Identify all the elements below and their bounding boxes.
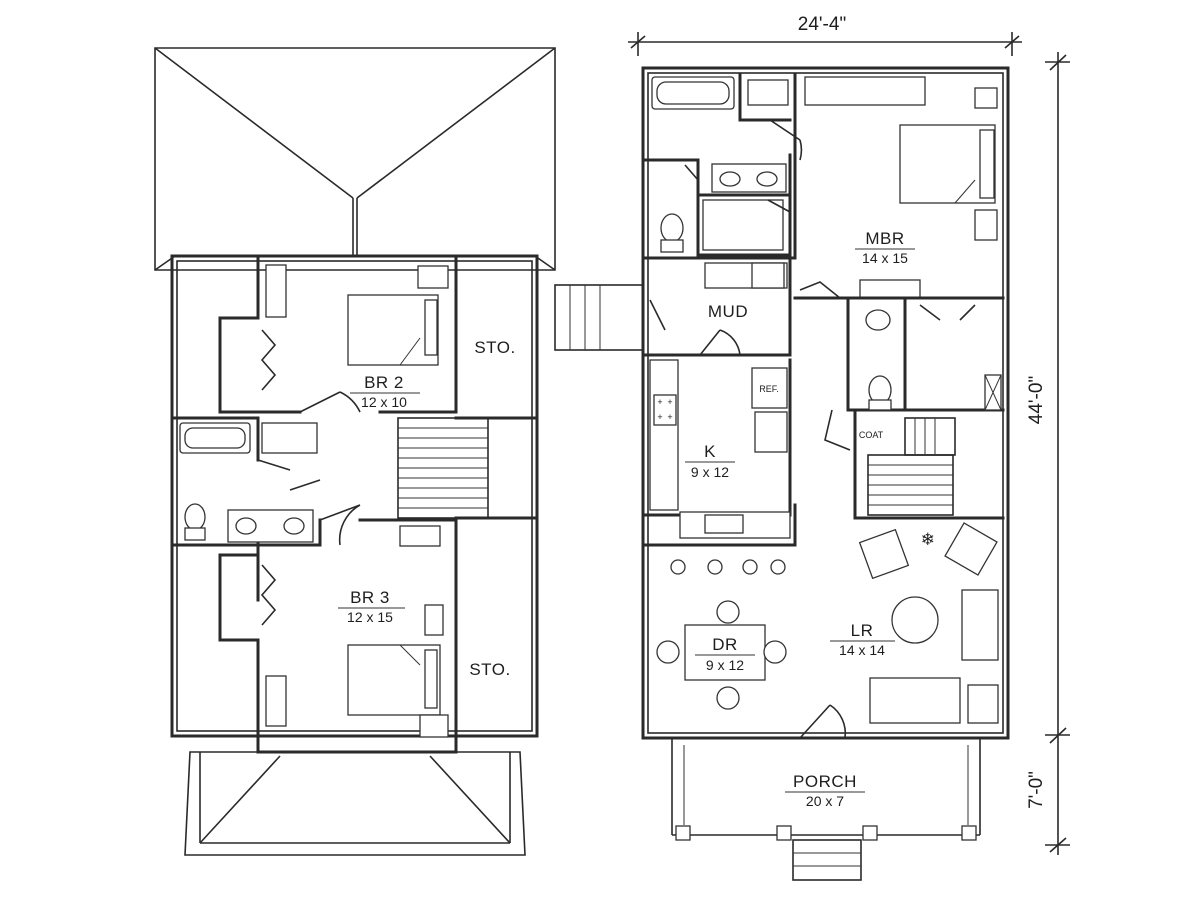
storage-label-upper: STO.	[474, 338, 515, 357]
lr-label: LR	[851, 621, 874, 640]
svg-text:+: +	[667, 412, 672, 422]
width-dimension	[628, 32, 1022, 56]
upper-exterior-wall	[170, 254, 539, 738]
lr-furniture: ❄	[858, 522, 999, 724]
mud-label: MUD	[708, 302, 748, 321]
svg-text:❄: ❄	[921, 530, 936, 549]
mbr-furniture	[804, 76, 998, 299]
kitchen-size: 9 x 12	[691, 464, 729, 480]
mbr-label: MBR	[865, 229, 904, 248]
main-floor-plan: + + + + REF. COAT	[554, 14, 1070, 881]
depth-dimension	[1045, 52, 1070, 855]
upper-bath-fixtures	[179, 422, 318, 543]
lr-size: 14 x 14	[839, 642, 885, 658]
dr-size: 9 x 12	[706, 657, 744, 673]
upper-front-porch-roof	[184, 751, 526, 856]
kitchen-label: K	[704, 442, 716, 461]
mbr-size: 14 x 15	[862, 250, 908, 266]
br3-furniture	[265, 525, 449, 738]
porch-depth-dimension-label: 7'-0"	[1026, 771, 1047, 809]
island-stools	[670, 559, 786, 575]
upper-stair	[397, 417, 489, 519]
front-porch	[671, 738, 981, 881]
refrigerator-label: REF.	[759, 384, 779, 394]
side-steps	[554, 284, 644, 351]
br3-size: 12 x 15	[347, 609, 393, 625]
dining-table	[656, 600, 787, 710]
upper-floor-plan: BR 2 12 x 10 BR 3 12 x 15 STO. STO.	[154, 47, 556, 856]
depth-dimension-label: 44'-0"	[1026, 376, 1047, 424]
svg-text:+: +	[657, 397, 662, 407]
svg-text:+: +	[657, 412, 662, 422]
dr-label: DR	[712, 635, 738, 654]
width-dimension-label: 24'-4"	[798, 14, 846, 35]
porch-label: PORCH	[793, 772, 857, 791]
svg-text:+: +	[667, 397, 672, 407]
main-stair	[867, 417, 956, 516]
br3-label: BR 3	[350, 588, 390, 607]
br2-furniture	[265, 264, 449, 366]
cooktop-burners: + + + +	[657, 397, 672, 422]
br2-label: BR 2	[364, 373, 404, 392]
main-exterior-wall	[641, 66, 1010, 740]
storage-label-lower: STO.	[469, 660, 510, 679]
coat-closet-label: COAT	[859, 430, 884, 440]
porch-size: 20 x 7	[806, 793, 844, 809]
br2-size: 12 x 10	[361, 394, 407, 410]
upper-rear-roof	[154, 47, 556, 271]
